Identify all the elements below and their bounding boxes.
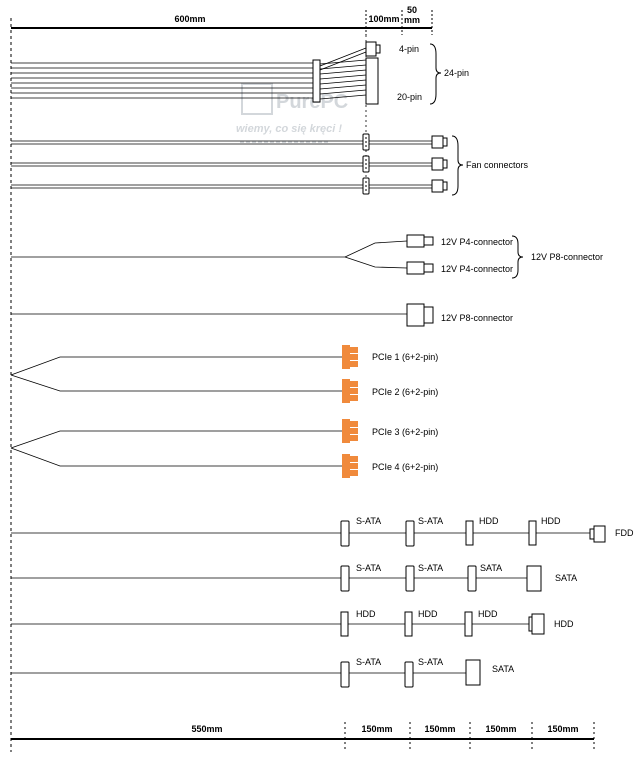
- pcie-label-2: PCIe 2 (6+2-pin): [372, 387, 438, 397]
- eps-single-cable: 12V P8-connector: [11, 303, 513, 327]
- molex-connector: [340, 611, 349, 637]
- connector-label: S-ATA: [356, 657, 381, 667]
- atx-bracket: [429, 43, 442, 105]
- sata-end-connector: [465, 659, 481, 686]
- pcie-connector-3: [342, 419, 358, 443]
- molex-end-connector: [531, 613, 545, 635]
- sata-connector: [340, 565, 350, 592]
- molex-connector: [528, 520, 537, 546]
- pcie-label-4: PCIe 4 (6+2-pin): [372, 462, 438, 472]
- sata-end-connector: [526, 565, 542, 592]
- dim-50: 50: [407, 5, 417, 15]
- watermark-logo: PurePC: [276, 91, 348, 113]
- atx-24pin-label: 24-pin: [444, 68, 469, 78]
- connector-label: SATA: [492, 664, 514, 674]
- connector-label: S-ATA: [418, 657, 443, 667]
- fan-bracket: [451, 135, 464, 196]
- p4-label-a: 12V P4-connector: [441, 237, 513, 247]
- atx-24pin-cable: 4-pin 20-pin 24-pin: [11, 41, 469, 105]
- dim-150mm-4: 150mm: [547, 724, 578, 734]
- connector-label: HDD: [418, 609, 438, 619]
- connector-label: S-ATA: [418, 563, 443, 573]
- fdd-connector: [593, 525, 606, 543]
- p4-connector-a: [406, 234, 425, 248]
- p8-connector: [406, 303, 425, 327]
- watermark-slogan: wiemy, co się kręci !: [236, 123, 342, 135]
- eps-bracket: [511, 235, 524, 279]
- sata-connector: [404, 661, 414, 688]
- connector-label: HDD: [479, 516, 499, 526]
- sata-connector: [467, 565, 477, 592]
- peripheral-cable-1: S-ATA S-ATA HDD HDD FDD: [11, 516, 634, 547]
- dim-150mm-3: 150mm: [485, 724, 516, 734]
- connector-label: HDD: [554, 619, 574, 629]
- atx-sleeve-clip: [312, 59, 321, 103]
- fan-connector-1: [431, 135, 444, 149]
- peripheral-cable-2: S-ATA S-ATA SATA SATA: [11, 563, 577, 592]
- fan-connectors-label: Fan connectors: [466, 160, 529, 170]
- dim-100mm: 100mm: [368, 14, 399, 24]
- watermark: PurePC wiemy, co się kręci !: [236, 83, 348, 143]
- dim-550mm: 550mm: [191, 724, 222, 734]
- connector-label: HDD: [541, 516, 561, 526]
- molex-connector: [464, 611, 473, 637]
- atx-4pin-connector: [365, 41, 377, 57]
- atx-20pin-connector: [365, 57, 379, 105]
- fan-connector-3: [431, 179, 444, 193]
- pcie-connector-1: [342, 345, 358, 369]
- p4-connector-b: [406, 261, 425, 275]
- sata-connector: [405, 565, 415, 592]
- connector-label: HDD: [478, 609, 498, 619]
- atx-20pin-label: 20-pin: [397, 92, 422, 102]
- p8-group-label: 12V P8-connector: [531, 252, 603, 262]
- bottom-dimension-bar: 550mm 150mm 150mm 150mm 150mm: [11, 722, 595, 752]
- p4-label-b: 12V P4-connector: [441, 264, 513, 274]
- molex-connector: [404, 611, 413, 637]
- atx-4pin-label: 4-pin: [399, 44, 419, 54]
- sata-connector: [405, 520, 415, 547]
- peripheral-cable-4: S-ATA S-ATA SATA: [11, 657, 514, 688]
- dim-50-mm: mm: [404, 15, 420, 25]
- dim-150mm-2: 150mm: [424, 724, 455, 734]
- peripheral-cable-3: HDD HDD HDD HDD: [11, 609, 574, 637]
- pcie-label-3: PCIe 3 (6+2-pin): [372, 427, 438, 437]
- pcie-connector-4: [342, 454, 358, 478]
- pcie-cables: PCIe 1 (6+2-pin) PCIe 2 (6+2-pin) PCIe 3…: [10, 345, 438, 478]
- p8-single-label: 12V P8-connector: [441, 313, 513, 323]
- fan-cables: Fan connectors: [11, 133, 529, 196]
- eps-split-cable: 12V P4-connector 12V P4-connector 12V P8…: [11, 234, 603, 279]
- connector-label: S-ATA: [418, 516, 443, 526]
- sata-connector: [340, 520, 350, 547]
- dim-600mm: 600mm: [174, 14, 205, 24]
- sata-connector: [340, 661, 350, 688]
- connector-label: FDD: [615, 528, 634, 538]
- dim-150mm-1: 150mm: [361, 724, 392, 734]
- connector-label: HDD: [356, 609, 376, 619]
- connector-label: SATA: [555, 573, 577, 583]
- top-dimension-bar: 600mm 100mm 50 mm: [11, 5, 433, 195]
- molex-connector: [465, 520, 474, 546]
- connector-label: S-ATA: [356, 563, 381, 573]
- fan-connector-2: [431, 157, 444, 171]
- connector-label: S-ATA: [356, 516, 381, 526]
- connector-label: SATA: [480, 563, 502, 573]
- pcie-connector-2: [342, 379, 358, 403]
- pcie-label-1: PCIe 1 (6+2-pin): [372, 352, 438, 362]
